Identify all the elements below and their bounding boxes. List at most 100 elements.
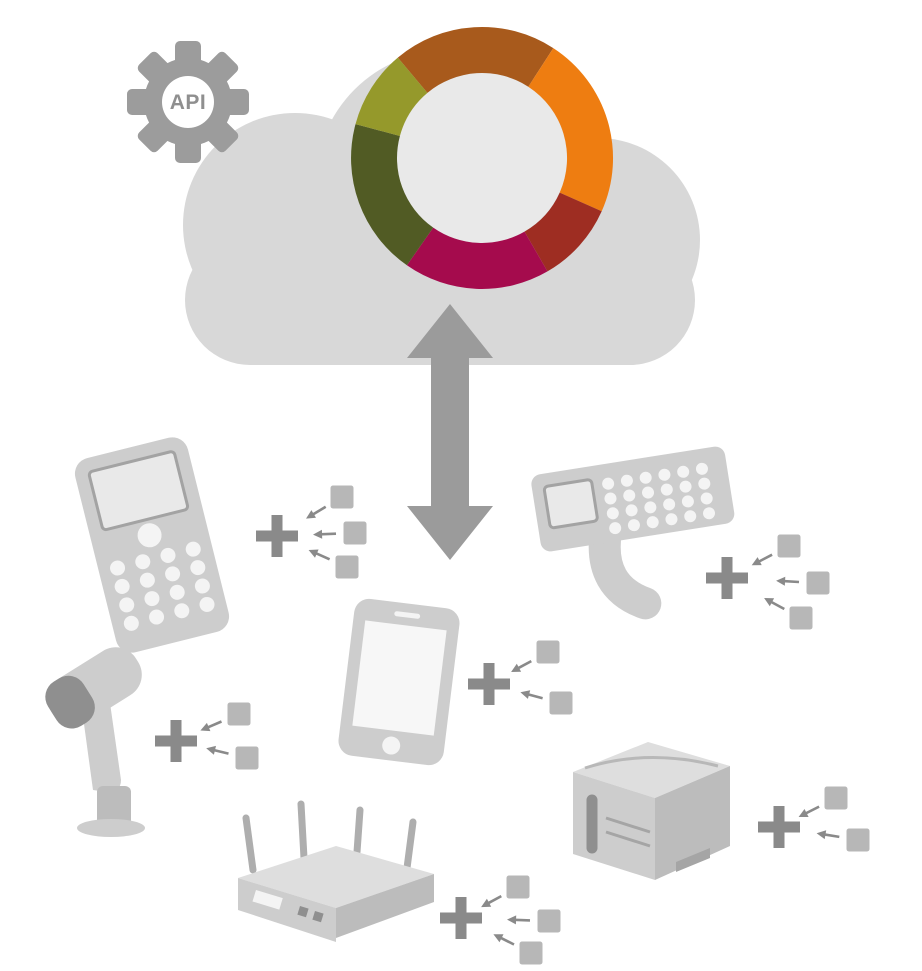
gear-center: [162, 76, 214, 128]
brand-ring-segments: [351, 26, 614, 289]
printer-side: [655, 766, 730, 880]
sync-arrow-line: [757, 553, 773, 564]
industrial-printer-icon: [573, 742, 730, 880]
scanner-head: [45, 647, 142, 729]
printer-front-lines: [605, 816, 651, 848]
data-square: [806, 571, 830, 595]
plus-icon: [440, 897, 482, 939]
data-square: [846, 828, 870, 852]
ring-segment-orange: [528, 48, 614, 212]
sync-arrowhead: [306, 510, 316, 519]
terminal-screen: [542, 478, 599, 530]
api-label: API: [170, 91, 207, 114]
sync-arrowhead: [776, 576, 786, 586]
pda-screen: [87, 450, 190, 532]
ring-segment-dark-olive: [351, 124, 434, 266]
device-clusters: [155, 485, 870, 965]
sync-arrow-line: [486, 894, 502, 905]
add-cluster-barcode-scanner: [155, 702, 259, 770]
phone-screen: [352, 620, 447, 736]
data-square: [335, 555, 359, 579]
data-square: [343, 521, 367, 545]
pda-keypad: [110, 541, 215, 631]
scanner-stand: [97, 786, 131, 826]
pda-nav-button: [137, 523, 162, 548]
sync-arrow-line: [823, 833, 840, 839]
printer-lid-line: [584, 756, 719, 770]
ring-segment-brick-red: [524, 192, 602, 272]
printer-top: [573, 742, 730, 798]
scan-window: [45, 675, 95, 729]
sync-arrow-line: [212, 748, 229, 755]
sync-arrowhead: [798, 809, 809, 817]
data-square: [537, 909, 561, 933]
sync-arrow-line: [516, 659, 532, 670]
sync-arrowhead: [764, 598, 775, 607]
router-label: [252, 890, 283, 910]
scanner-grip: [588, 516, 662, 620]
sync-arrowhead: [308, 549, 319, 558]
ring-segment-rust-brown: [397, 26, 554, 93]
sync-arrow-line: [769, 600, 785, 611]
plus-icon: [256, 515, 298, 557]
sync-arrowhead: [520, 690, 531, 699]
scanner-base: [77, 819, 145, 837]
data-square: [519, 941, 543, 965]
data-square: [330, 485, 354, 509]
data-square: [227, 702, 251, 726]
plus-icon: [468, 663, 510, 705]
data-square: [536, 640, 560, 664]
sync-arrow-line: [513, 918, 531, 922]
sync-arrowhead: [313, 529, 323, 539]
data-square: [506, 875, 530, 899]
barcode-scanner-gun-icon: [45, 647, 145, 837]
router-side: [336, 874, 434, 938]
phone-home-button: [382, 736, 401, 755]
ring-segment-crimson: [406, 227, 548, 289]
sync-arrowhead: [751, 557, 762, 566]
pda-handheld-icon: [74, 437, 230, 653]
router-ports: [297, 905, 324, 923]
data-square: [777, 534, 801, 558]
data-square: [824, 786, 848, 810]
data-square: [789, 606, 813, 630]
sync-arrow-line: [526, 692, 543, 700]
ring-segment-yellow-olive: [355, 57, 428, 136]
add-cluster-wireless-router: [440, 875, 561, 965]
add-cluster-industrial-printer: [758, 786, 870, 852]
printer-exit-slot: [676, 848, 710, 872]
mobile-computer-scanner-icon: [531, 446, 735, 620]
smartphone-icon: [338, 598, 460, 766]
sync-arrow-line: [314, 551, 331, 561]
scanner-handle: [81, 696, 121, 792]
plus-icon: [155, 720, 197, 762]
add-cluster-mobile-computer: [706, 534, 830, 630]
ring-inner-circle: [397, 73, 567, 243]
sync-arrow-line: [804, 805, 820, 816]
sync-arrowhead: [493, 934, 504, 943]
sync-arrowhead: [481, 898, 492, 908]
sync-arrow-line: [499, 936, 515, 946]
sync-arrow-line: [783, 579, 800, 584]
gear-body: [127, 41, 249, 163]
cloud-device-sync-arrow: [407, 304, 493, 560]
router-antennas: [242, 800, 417, 874]
sync-arrow-line: [206, 720, 223, 729]
sync-arrowhead: [507, 915, 517, 925]
sync-arrow-line: [311, 505, 327, 517]
sync-arrowhead: [511, 663, 522, 672]
sync-arrowhead: [206, 745, 216, 755]
wireless-router-icon: [238, 800, 434, 942]
add-cluster-pda-handheld: [256, 485, 367, 579]
terminal-keypad: [602, 462, 716, 535]
data-square: [235, 746, 259, 770]
api-gear-icon: API: [127, 41, 249, 163]
router-top: [238, 846, 434, 908]
sync-arrowhead: [816, 830, 827, 840]
add-cluster-smartphone: [468, 640, 573, 715]
plus-icon: [706, 557, 748, 599]
phone-earpiece: [394, 611, 421, 619]
sync-arrowhead: [200, 722, 211, 732]
